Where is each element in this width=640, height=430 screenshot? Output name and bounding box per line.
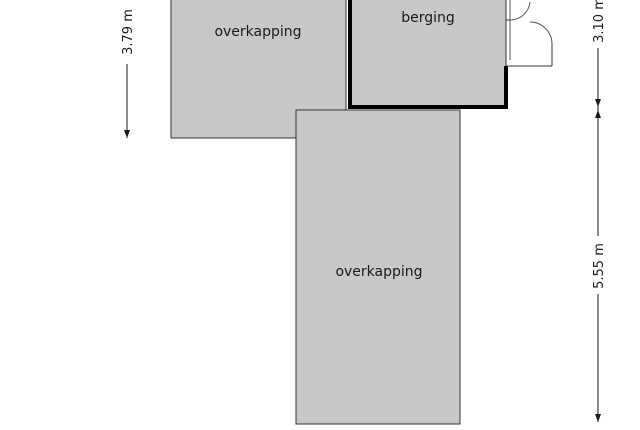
dimension-left-label: 3.79 m [121, 9, 136, 55]
dimension-right-bottom-label: 5.55 m [592, 243, 607, 289]
berging-walls [348, 0, 508, 109]
berging-area [350, 0, 506, 107]
dimension-right-top-label: 3.10 m [592, 0, 607, 43]
room-label-overkapping-bottom: overkapping [335, 264, 422, 280]
room-label-overkapping-top: overkapping [214, 24, 301, 40]
double-door [506, 0, 553, 67]
dimension-right [595, 0, 601, 422]
overkapping-bottom-area [295, 109, 461, 425]
room-label-berging: berging [401, 10, 455, 26]
